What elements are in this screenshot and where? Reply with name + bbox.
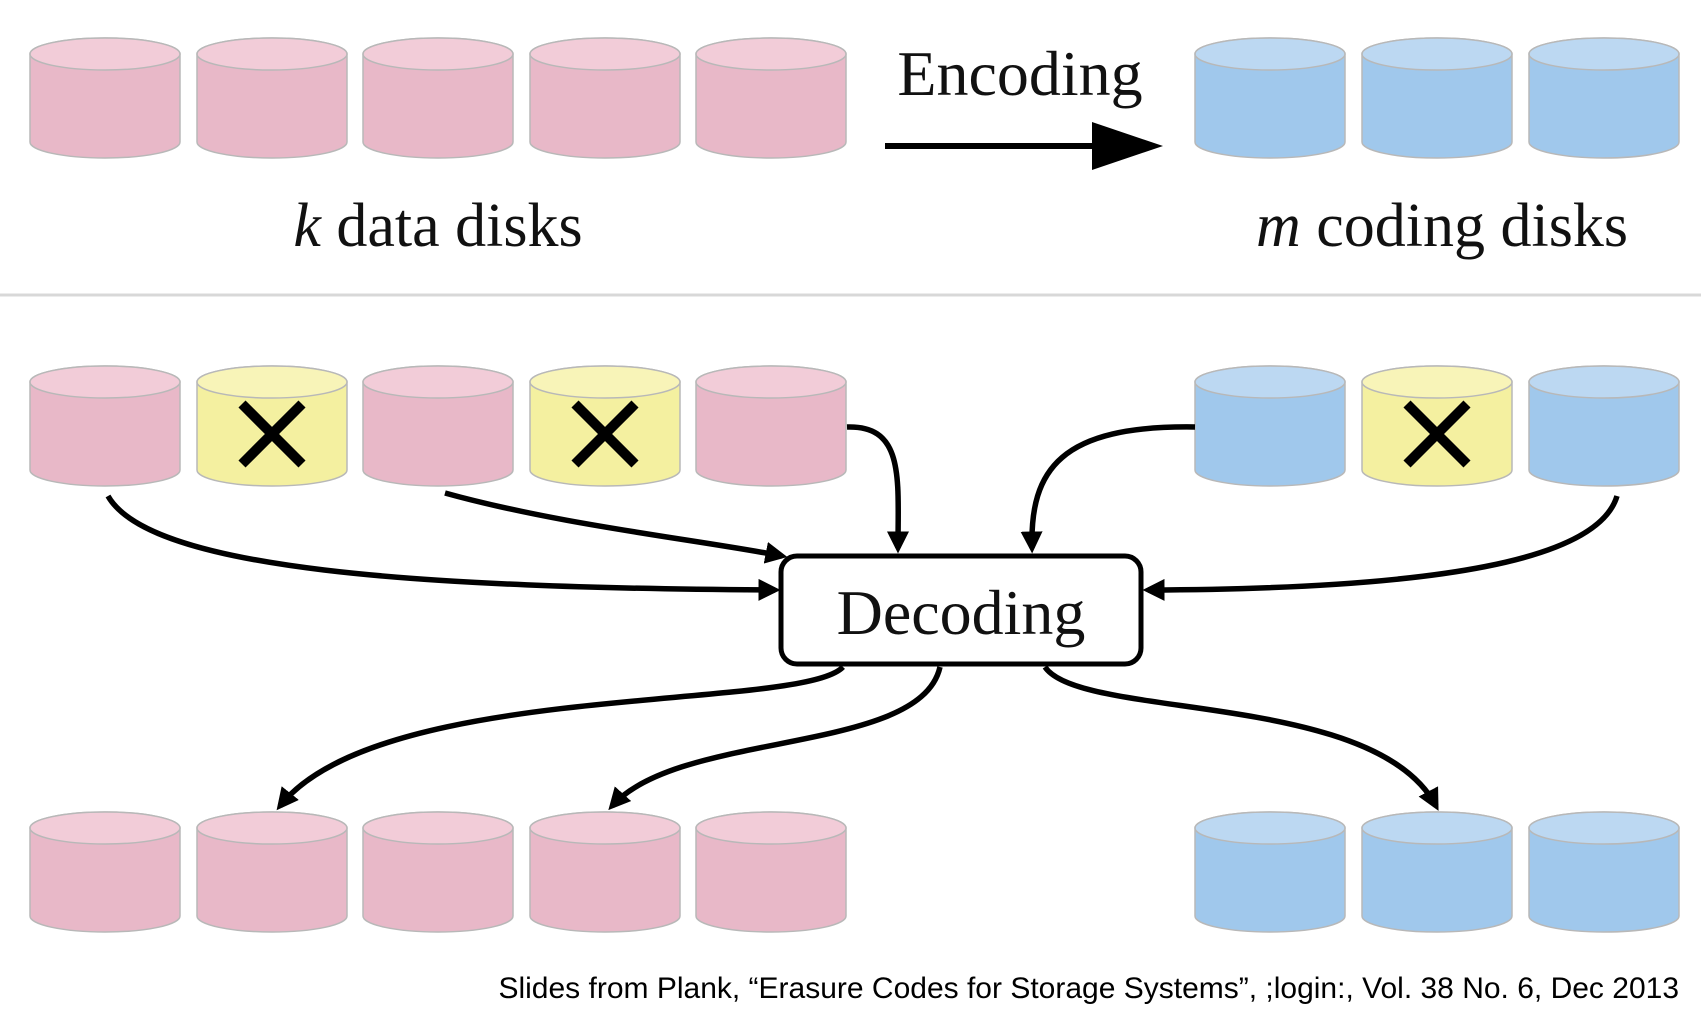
data-disks-label: k data disks <box>293 192 582 260</box>
decoding-output-data-disk-3 <box>362 811 514 933</box>
encoding-arrow <box>885 122 1163 170</box>
decoding-input-coding-disk-2 <box>1361 365 1513 487</box>
encoding-data-disk-3 <box>362 37 514 159</box>
decoding-output-coding-disk-3 <box>1528 811 1680 933</box>
encoding-coding-disk-1 <box>1194 37 1346 159</box>
decoding-output-coding-disk-2 <box>1361 811 1513 933</box>
decoding-output-data-disk-5 <box>695 811 847 933</box>
decoding-output-arrows <box>276 664 1439 811</box>
arrow-coding3-to-decoding <box>1142 495 1620 601</box>
decoding-input-data-disk-1 <box>29 365 181 487</box>
encoding-data-disk-5 <box>695 37 847 159</box>
citation-caption: Slides from Plank, “Erasure Codes for St… <box>498 972 1679 1005</box>
arrow-decoding-to-coding2 <box>1042 665 1439 811</box>
decoding-input-data-disk-5 <box>695 365 847 487</box>
decoding-output-data-disk-1 <box>29 811 181 933</box>
decoding-label: Decoding <box>837 577 1086 648</box>
decoding-input-coding-disks <box>1194 365 1680 487</box>
encoding-data-disk-4 <box>529 37 681 159</box>
decoding-input-arrows <box>105 424 1620 601</box>
encoding-data-disk-2 <box>196 37 348 159</box>
arrow-decoding-to-disk4 <box>608 666 943 811</box>
coding-disks-label: m coding disks <box>1256 192 1628 260</box>
encoding-coding-disk-3 <box>1528 37 1680 159</box>
failed-x-icon <box>238 400 306 468</box>
decoding-output-data-disk-4 <box>529 811 681 933</box>
decoding-input-data-disk-4 <box>529 365 681 487</box>
encoding-data-disk-1 <box>29 37 181 159</box>
decoding-input-data-disk-3 <box>362 365 514 487</box>
decoding-input-data-disk-2 <box>196 365 348 487</box>
decoding-output-data-disk-2 <box>196 811 348 933</box>
arrow-disk1-to-decoding <box>105 494 781 601</box>
encoding-label: Encoding <box>897 38 1142 109</box>
decoding-output-coding-disks <box>1194 811 1680 933</box>
decoding-output-data-disks <box>29 811 847 933</box>
decoding-input-data-disks <box>29 365 847 487</box>
encoding-coding-disks <box>1194 37 1680 159</box>
arrow-disk3-to-decoding <box>444 490 788 564</box>
encoding-data-disks <box>29 37 847 159</box>
arrow-disk5-to-decoding <box>846 424 910 554</box>
encoding-coding-disk-2 <box>1361 37 1513 159</box>
decoding-input-coding-disk-1 <box>1194 365 1346 487</box>
failed-x-icon <box>571 400 639 468</box>
decoding-output-coding-disk-1 <box>1194 811 1346 933</box>
failed-x-icon <box>1403 400 1471 468</box>
arrow-decoding-to-disk2 <box>276 664 845 811</box>
arrow-coding1-to-decoding <box>1020 424 1196 554</box>
decoding-box <box>778 553 1144 667</box>
decoding-input-coding-disk-3 <box>1528 365 1680 487</box>
